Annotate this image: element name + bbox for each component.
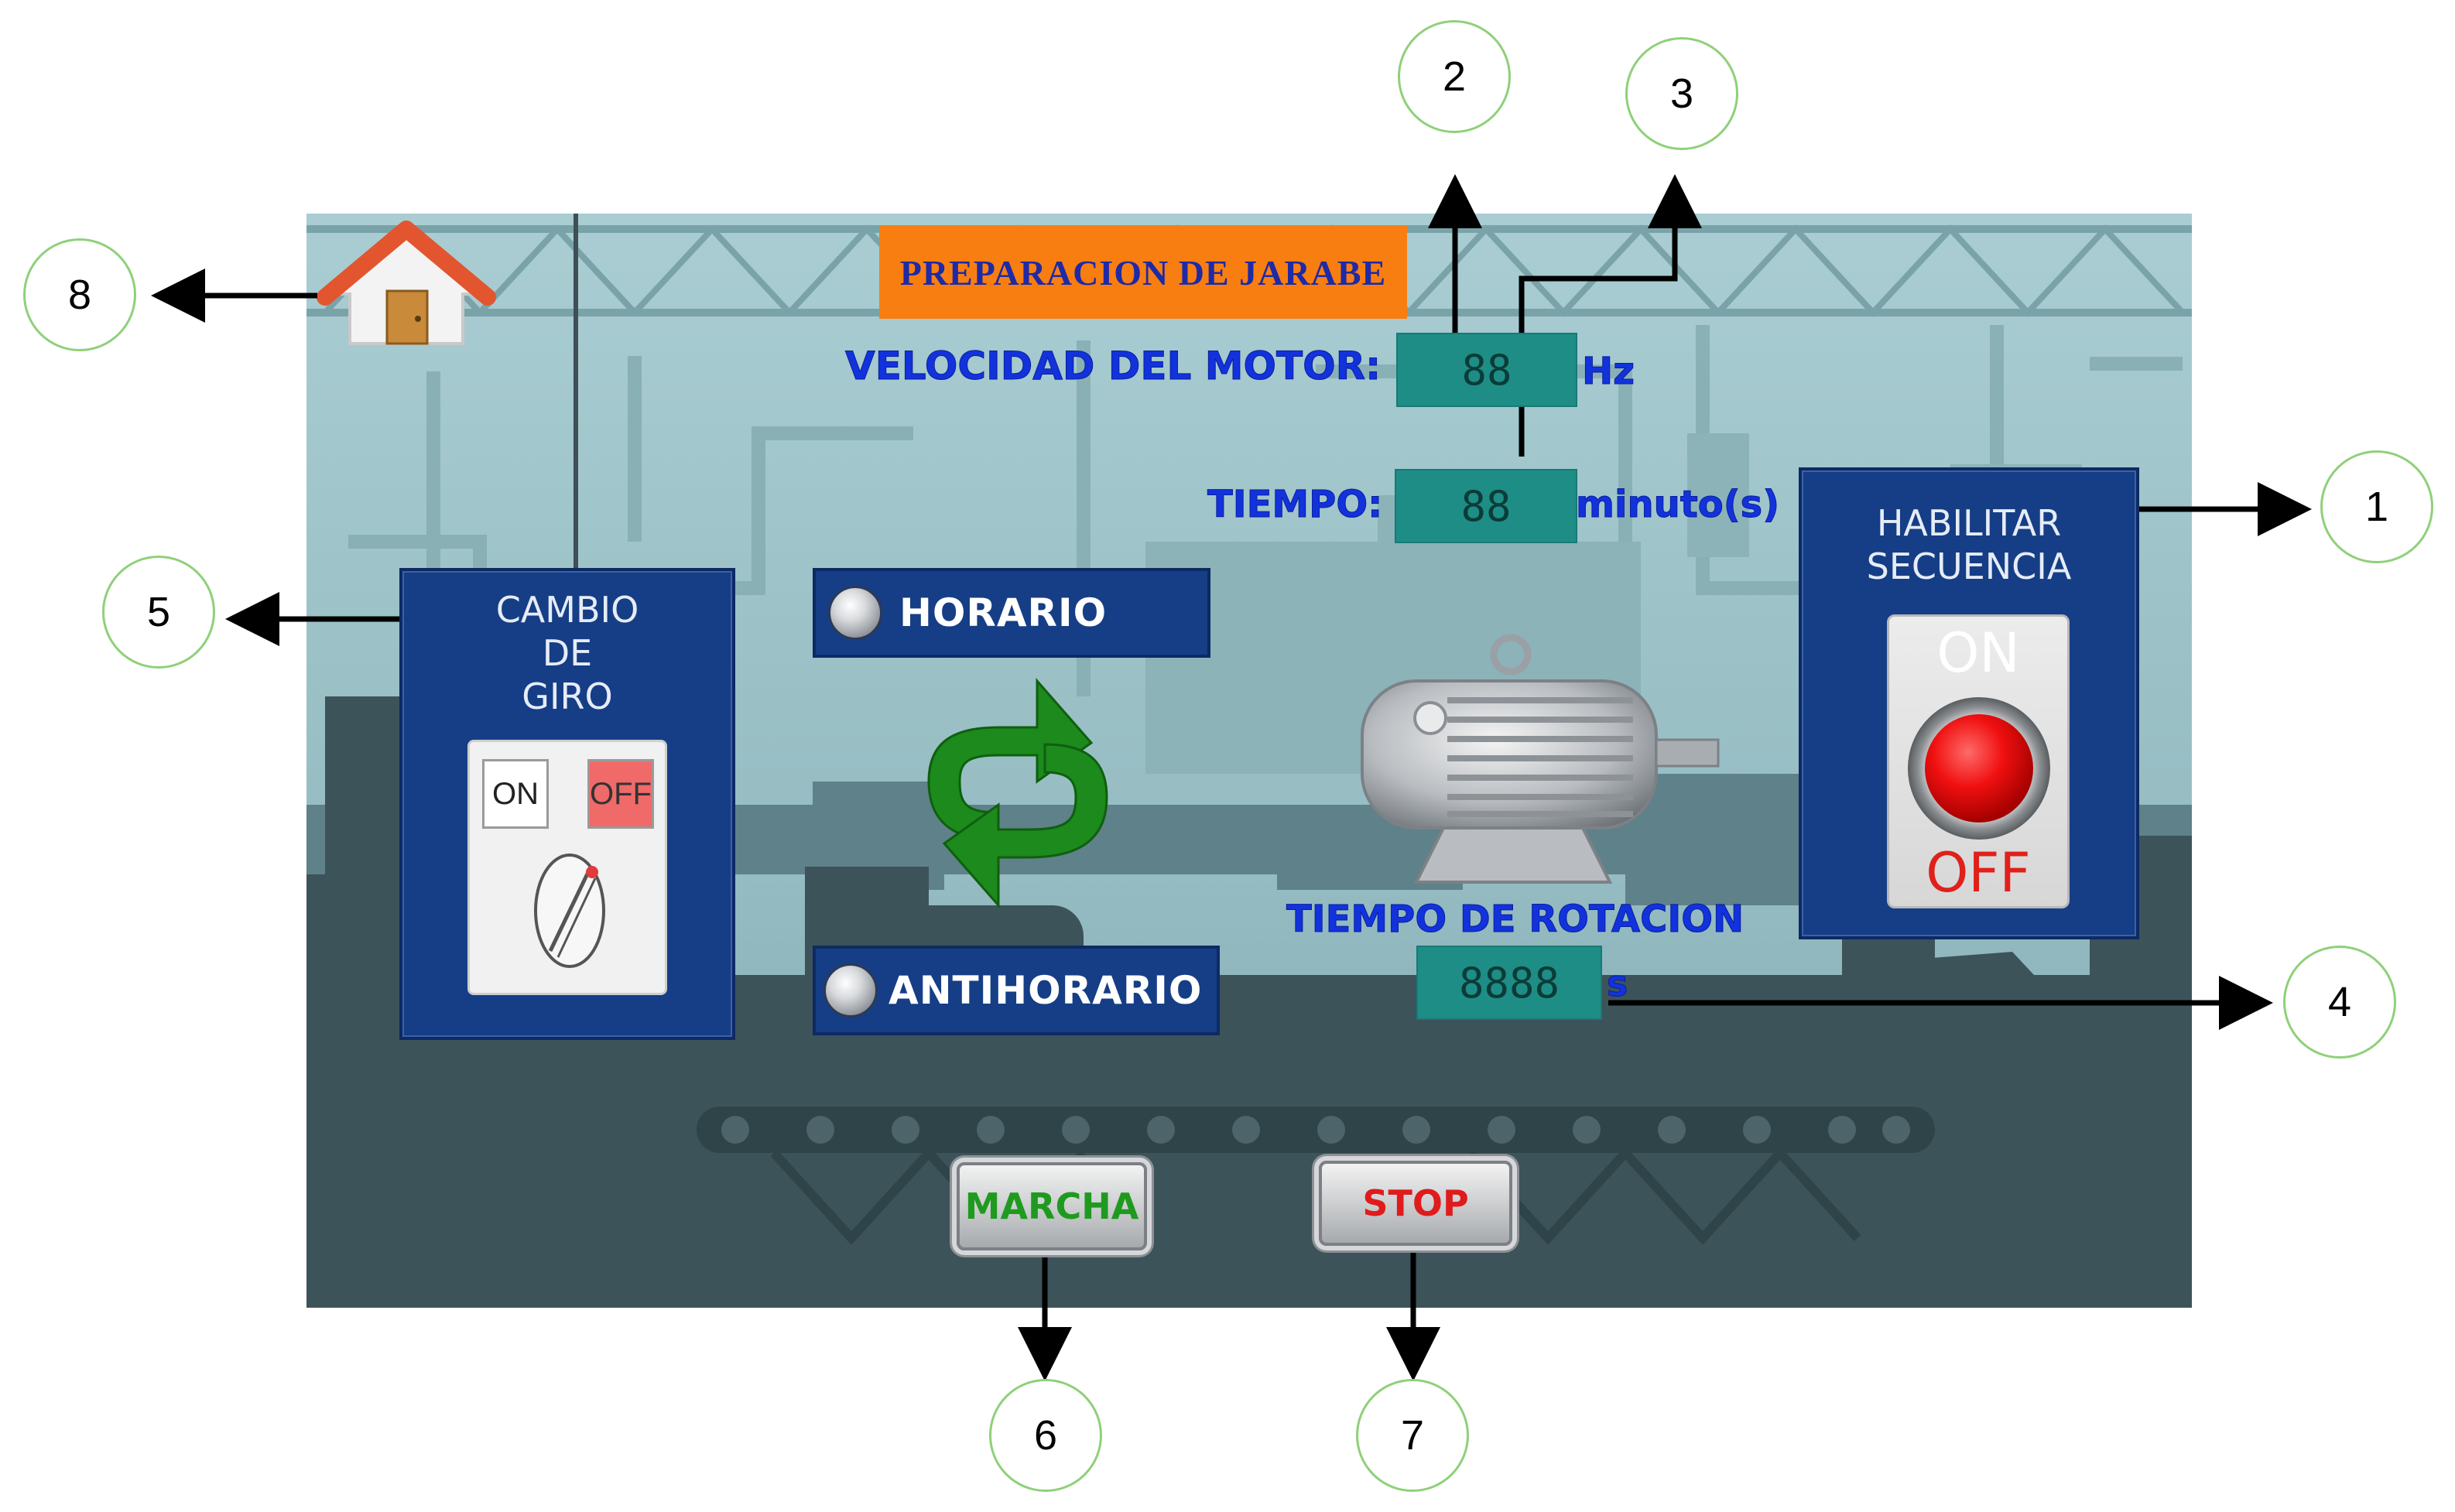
callout-8: 8 — [23, 238, 136, 351]
clockwise-label: HORARIO — [899, 590, 1108, 635]
motor-speed-display: 88 — [1396, 333, 1577, 407]
time-unit: minuto(s) — [1575, 483, 1780, 526]
callout-1: 1 — [2320, 450, 2433, 563]
callout-6: 6 — [989, 1379, 1102, 1492]
motor-speed-unit: Hz — [1581, 350, 1635, 393]
callout-5: 5 — [102, 556, 215, 669]
enable-sequence-panel: HABILITAR SECUENCIA ON OFF — [1799, 467, 2139, 939]
red-pushbutton-icon — [1908, 697, 2050, 840]
rotation-time-label: TIEMPO DE ROTACION — [1286, 898, 1745, 941]
callout-3: 3 — [1625, 37, 1738, 150]
callout-2: 2 — [1398, 20, 1511, 133]
selector-off-label: OFF — [587, 759, 654, 829]
direction-change-title: CAMBIO DE GIRO — [495, 589, 639, 717]
motor-speed-label: VELOCIDAD DEL MOTOR: — [844, 344, 1382, 388]
screen-title: PREPARACION DE JARABE — [879, 226, 1407, 319]
rotation-time-unit: s — [1606, 963, 1628, 1004]
time-label: TIEMPO: — [1207, 483, 1383, 526]
start-button[interactable]: MARCHA — [957, 1162, 1147, 1250]
enable-off-label: OFF — [1926, 841, 2031, 905]
counterclockwise-pilot-light-icon — [823, 963, 878, 1018]
rotation-arrows-icon — [927, 678, 1108, 908]
selector-on-label: ON — [482, 759, 549, 829]
selector-switch-icon — [534, 853, 605, 968]
enable-toggle[interactable]: ON OFF — [1887, 614, 2070, 908]
enable-sequence-title: HABILITAR SECUENCIA — [1866, 502, 2072, 587]
clockwise-pilot-light-icon — [828, 586, 882, 640]
direction-change-panel: CAMBIO DE GIRO ON OFF — [399, 568, 735, 1040]
enable-on-label: ON — [1936, 621, 2020, 685]
counterclockwise-button[interactable]: ANTIHORARIO — [813, 946, 1220, 1035]
clockwise-button[interactable]: HORARIO — [813, 568, 1210, 658]
motor-icon — [1361, 634, 1720, 884]
selector-switch[interactable]: ON OFF — [467, 740, 667, 995]
stop-button[interactable]: STOP — [1319, 1161, 1512, 1246]
callout-7: 7 — [1356, 1379, 1469, 1492]
home-button[interactable] — [325, 224, 489, 348]
callout-4: 4 — [2283, 946, 2396, 1059]
rotation-time-display: 8888 — [1416, 946, 1602, 1020]
counterclockwise-label: ANTIHORARIO — [889, 968, 1203, 1013]
home-icon — [317, 221, 496, 345]
time-display: 88 — [1395, 469, 1577, 543]
